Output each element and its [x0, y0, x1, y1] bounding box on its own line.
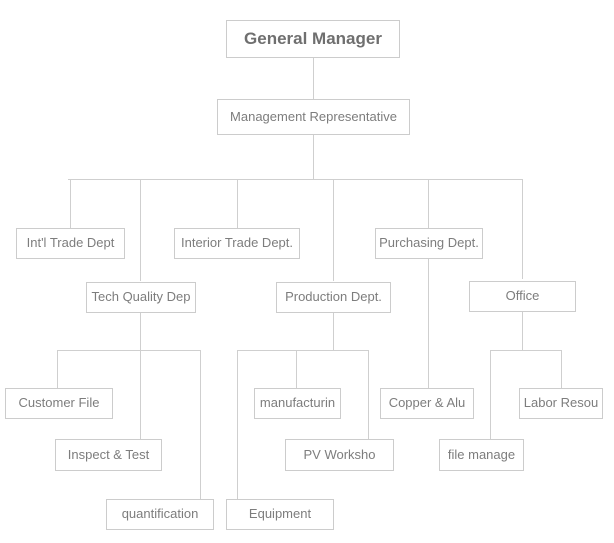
node-pv-worksho[interactable]: PV Worksho — [285, 439, 394, 471]
node-copper-and-alu[interactable]: Copper & Alu — [380, 388, 474, 419]
connector-office-to-bus — [522, 311, 523, 350]
node-file-manage[interactable]: file manage — [439, 439, 524, 471]
connector-production-bus — [237, 350, 369, 351]
connector-tech-quality-bus — [57, 350, 201, 351]
connector-gm-to-mr — [313, 57, 314, 99]
node-tech-quality-dep[interactable]: Tech Quality Dep — [86, 282, 196, 313]
node-labor-resou[interactable]: Labor Resou — [519, 388, 603, 419]
connector-purchasing-to-copper-alu — [428, 259, 429, 388]
connector-bus-to-office — [522, 179, 523, 279]
node-intl-trade-dept[interactable]: Int'l Trade Dept — [16, 228, 125, 259]
node-quantification[interactable]: quantification — [106, 499, 214, 530]
node-manufacturin[interactable]: manufacturin — [254, 388, 341, 419]
connector-bus-to-intl-trade — [70, 179, 71, 228]
node-office[interactable]: Office — [469, 281, 576, 312]
connector-tech-quality-to-quantification — [200, 350, 201, 499]
node-management-representative[interactable]: Management Representative — [217, 99, 410, 135]
connector-tech-quality-to-inspect-test — [140, 350, 141, 439]
node-production-dept[interactable]: Production Dept. — [276, 282, 391, 313]
connector-production-to-equipment — [237, 350, 238, 499]
connector-office-to-file-manage — [490, 350, 491, 439]
connector-tech-quality-to-customer-file — [57, 350, 58, 388]
connector-office-bus — [490, 350, 562, 351]
node-general-manager[interactable]: General Manager — [226, 20, 400, 58]
connector-bus-to-purchasing — [428, 179, 429, 228]
node-inspect-and-test[interactable]: Inspect & Test — [55, 439, 162, 471]
connector-bus-to-production — [333, 179, 334, 281]
connector-mr-to-bus — [313, 135, 314, 179]
connector-bus-to-tech-quality — [140, 179, 141, 281]
node-equipment[interactable]: Equipment — [226, 499, 334, 530]
node-purchasing-dept[interactable]: Purchasing Dept. — [375, 228, 483, 259]
connector-production-to-pv-worksho — [368, 350, 369, 439]
connector-production-to-manufacturin — [296, 350, 297, 388]
connector-tech-quality-to-bus — [140, 313, 141, 350]
connector-level3-bus — [68, 179, 523, 180]
connector-office-to-labor-resou — [561, 350, 562, 388]
node-customer-file[interactable]: Customer File — [5, 388, 113, 419]
node-interior-trade-dept[interactable]: Interior Trade Dept. — [174, 228, 300, 259]
connector-production-to-bus — [333, 313, 334, 350]
connector-bus-to-interior-trade — [237, 179, 238, 228]
